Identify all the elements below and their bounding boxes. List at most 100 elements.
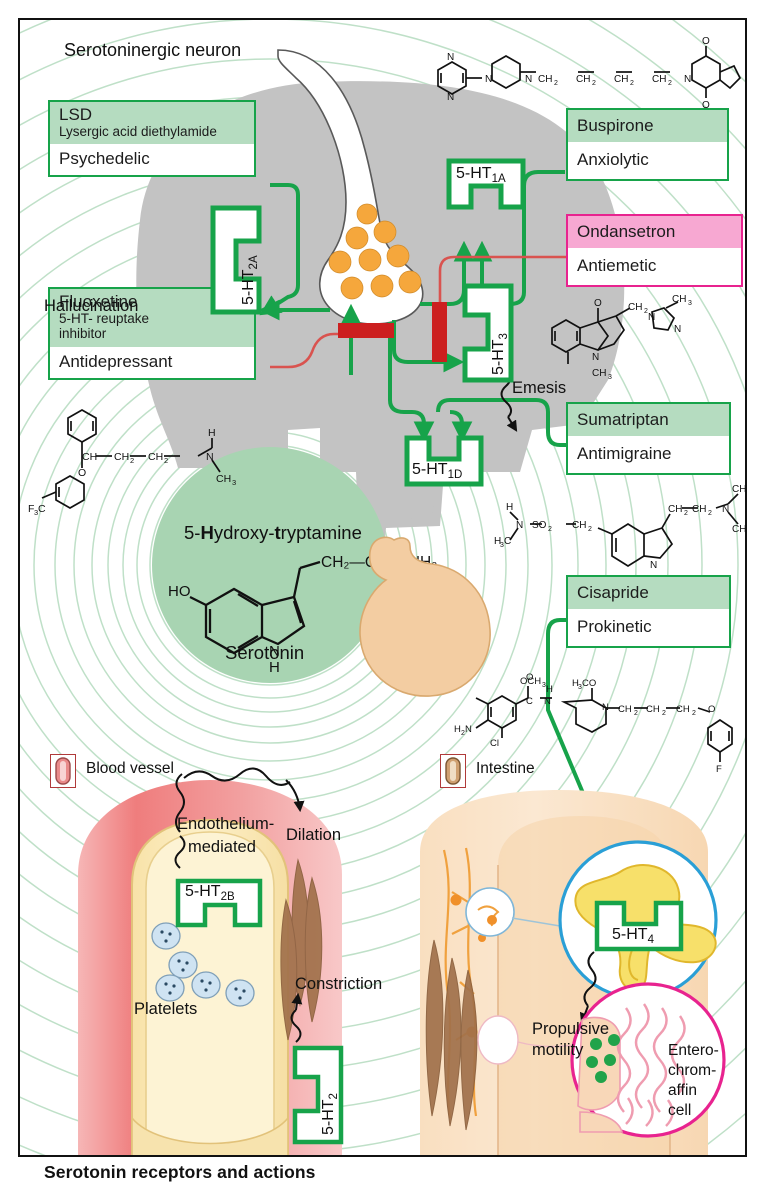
receptor-label-5ht1a: 5-HT1A xyxy=(456,165,506,185)
svg-text:H: H xyxy=(506,502,513,513)
label-platelets: Platelets xyxy=(134,1000,198,1018)
svg-text:2: 2 xyxy=(708,510,712,517)
receptor-label-5ht4: 5-HT4 xyxy=(612,926,654,946)
svg-text:N: N xyxy=(525,74,532,85)
drug-head-buspirone: Buspirone xyxy=(568,110,727,143)
svg-text:CH: CH xyxy=(592,368,606,379)
receptor-5ht3[interactable]: 5-HT3 xyxy=(462,283,514,383)
drug-name-lsd: LSD xyxy=(59,105,93,124)
svg-text:N: N xyxy=(465,724,472,735)
svg-text:CH: CH xyxy=(628,302,642,313)
figure-caption: Serotonin receptors and actions xyxy=(44,1162,316,1182)
drug-box-lsd[interactable]: LSD Lysergic acid diethylamide Psychedel… xyxy=(48,100,256,178)
svg-text:2: 2 xyxy=(692,710,696,717)
receptor-sub-5ht1a: 1A xyxy=(491,173,506,186)
receptor-sub-5ht2: 2 xyxy=(328,1093,341,1100)
receptor-5ht1a[interactable]: 5-HT1A xyxy=(446,158,526,210)
svg-text:2: 2 xyxy=(592,80,596,87)
serotonin-name: Serotonin xyxy=(225,642,305,663)
svg-text:H: H xyxy=(454,724,461,735)
svg-text:H: H xyxy=(546,684,553,695)
svg-text:N: N xyxy=(602,702,609,713)
svg-text:2: 2 xyxy=(164,456,168,465)
svg-text:C: C xyxy=(504,536,511,547)
serotonin-title-h: H xyxy=(200,522,214,543)
thumbnail-intestine[interactable] xyxy=(440,754,466,788)
svg-text:CH: CH xyxy=(82,451,97,463)
svg-text:CH: CH xyxy=(692,504,706,515)
svg-text:3: 3 xyxy=(542,682,546,689)
svg-text:CH: CH xyxy=(652,74,666,85)
receptor-5ht2[interactable]: 5-HT2 xyxy=(292,1045,344,1145)
drug-box-buspirone[interactable]: Buspirone Anxiolytic xyxy=(566,108,729,182)
svg-text:2: 2 xyxy=(662,710,666,717)
effect-propulsive-line1: Propulsive xyxy=(532,1020,610,1038)
receptor-base-5ht2a: 5-HT xyxy=(240,269,257,305)
effect-dilation: Dilation xyxy=(286,826,342,844)
serotonin-sidechain: CH₂—CH₂—NH₂ xyxy=(321,554,438,571)
receptor-5ht2a[interactable]: 5-HT2A xyxy=(210,205,262,315)
label-enterochromaffin-line1: Entero- xyxy=(668,1042,719,1059)
thumbnail-blood-vessel[interactable] xyxy=(50,754,76,788)
receptor-5ht2b[interactable]: 5-HT2B xyxy=(175,878,263,928)
receptor-sub-5ht4: 4 xyxy=(647,934,654,947)
drug-box-sumatriptan[interactable]: Sumatriptan Antimigraine xyxy=(566,402,731,476)
drug-head-sumatriptan: Sumatriptan xyxy=(568,404,729,437)
serotonin-title: 5-Hydroxy-tryptamine xyxy=(184,522,362,544)
serotonin-title-mid: ydroxy- xyxy=(213,522,275,543)
drug-name-buspirone: Buspirone xyxy=(577,116,654,135)
drug-sub-fluoxetine: 5-HT- reuptake inhibitor xyxy=(59,311,150,342)
svg-text:CH: CH xyxy=(732,484,745,495)
svg-text:3: 3 xyxy=(232,478,236,487)
label-blood-vessel: Blood vessel xyxy=(86,760,174,777)
svg-text:CH: CH xyxy=(576,74,590,85)
drug-use-ondansetron: Antiemetic xyxy=(568,248,741,286)
svg-text:C: C xyxy=(526,696,533,707)
receptor-base-5ht1a: 5-HT xyxy=(456,165,492,182)
drug-box-ondansetron[interactable]: Ondansetron Antiemetic xyxy=(566,214,743,288)
effect-endothelium-line1: Endothelium- xyxy=(177,815,275,833)
svg-text:F: F xyxy=(28,503,34,515)
label-enterochromaffin-line4: cell xyxy=(668,1102,692,1119)
effect-emesis: Emesis xyxy=(512,379,567,397)
svg-text:CH: CH xyxy=(572,520,586,531)
effect-endothelium-line2: mediated xyxy=(188,838,256,856)
svg-text:CH: CH xyxy=(538,74,552,85)
drug-sub-lsd: Lysergic acid diethylamide xyxy=(59,124,217,140)
svg-text:CH: CH xyxy=(676,704,690,715)
svg-text:N: N xyxy=(674,324,681,335)
svg-text:N: N xyxy=(684,74,691,85)
effect-constriction: Constriction xyxy=(295,975,383,993)
svg-text:2: 2 xyxy=(684,510,688,517)
svg-text:CH: CH xyxy=(672,294,686,305)
svg-text:N: N xyxy=(447,92,454,103)
receptor-base-5ht2b: 5-HT xyxy=(185,883,221,900)
svg-text:CH: CH xyxy=(668,504,682,515)
receptor-sub-5ht2b: 2B xyxy=(220,891,235,904)
drug-name-sumatriptan: Sumatriptan xyxy=(577,410,669,429)
serotonin-title-t: t xyxy=(274,522,281,543)
receptor-label-5ht3: 5-HT3 xyxy=(490,333,510,375)
svg-text:Cl: Cl xyxy=(490,738,499,749)
receptor-5ht1d[interactable]: 5-HT1D xyxy=(404,435,484,487)
svg-text:CH: CH xyxy=(646,704,660,715)
figure-frame: HO N H 5-Hydroxy-tryptamine CH₂—CH₂—NH₂ … xyxy=(18,18,747,1157)
svg-text:N: N xyxy=(544,696,551,707)
receptor-5ht4[interactable]: 5-HT4 xyxy=(594,900,684,952)
receptor-label-5ht2a: 5-HT2A xyxy=(240,255,260,305)
svg-text:O: O xyxy=(594,298,602,309)
drug-name-fluoxetine: Fluoxetine xyxy=(59,292,138,311)
svg-text:N: N xyxy=(516,520,523,531)
svg-text:CH: CH xyxy=(732,524,745,535)
drug-box-cisapride[interactable]: Cisapride Prokinetic xyxy=(566,575,731,649)
svg-text:2: 2 xyxy=(461,730,465,737)
svg-text:CH: CH xyxy=(216,473,231,485)
svg-text:H: H xyxy=(494,536,501,547)
svg-text:C: C xyxy=(38,503,46,515)
receptor-sub-5ht3: 3 xyxy=(498,333,511,340)
svg-text:3: 3 xyxy=(608,374,612,381)
svg-text:2: 2 xyxy=(644,308,648,315)
label-enterochromaffin-line2: chrom- xyxy=(668,1062,717,1079)
svg-text:CO: CO xyxy=(582,678,596,689)
